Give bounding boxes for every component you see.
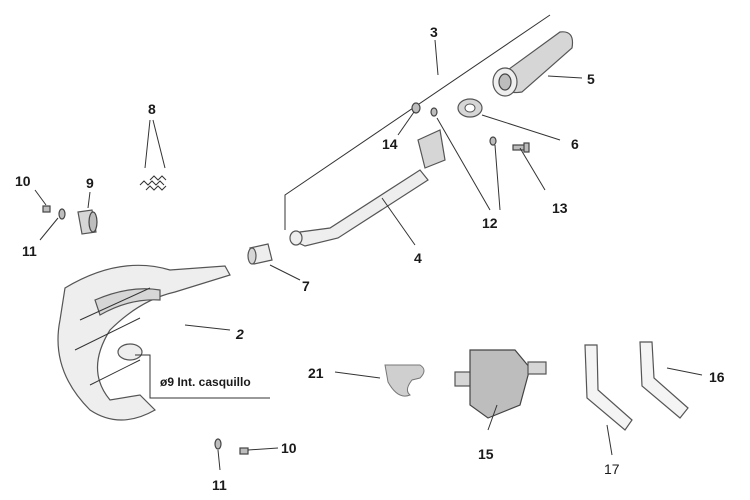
callout-14: 14 <box>382 136 398 152</box>
callout-17: 17 <box>604 461 620 477</box>
sleeve-part <box>247 243 273 265</box>
pump-housing-part <box>454 349 547 419</box>
bolt-part <box>512 142 530 153</box>
tail-pipe-part <box>289 129 446 247</box>
nut-part <box>411 102 497 146</box>
screw-part-bottom <box>214 438 249 455</box>
callout-13: 13 <box>552 200 568 216</box>
callout-4: 4 <box>414 250 422 266</box>
callout-8: 8 <box>148 101 156 117</box>
hose-part-16 <box>639 341 689 419</box>
callout-16: 16 <box>709 369 725 385</box>
assembly-3-frame <box>284 14 551 230</box>
callout-11-bottom: 11 <box>212 477 227 493</box>
muffler-part <box>492 31 574 97</box>
callout-9: 9 <box>86 175 94 191</box>
callout-11-top: 11 <box>22 243 37 259</box>
callout-15: 15 <box>478 446 494 462</box>
callout-7: 7 <box>302 278 310 294</box>
callout-12: 12 <box>482 215 498 231</box>
bushing-note: ø9 Int. casquillo <box>160 375 251 389</box>
bushing-part <box>77 209 98 235</box>
gasket-part <box>457 98 483 118</box>
leader-lines <box>34 39 703 471</box>
springs-part <box>139 175 167 191</box>
screw-part-top <box>42 205 66 220</box>
callout-10-bottom: 10 <box>281 440 297 456</box>
bracket-part <box>384 364 425 397</box>
callout-21: 21 <box>308 365 324 381</box>
hose-part-17 <box>584 344 633 431</box>
expansion-chamber-part <box>57 264 231 421</box>
callout-2: 2 <box>235 326 244 342</box>
callout-6: 6 <box>571 136 579 152</box>
callout-10-top: 10 <box>15 173 31 189</box>
callout-3: 3 <box>430 24 438 40</box>
callout-5: 5 <box>587 71 595 87</box>
